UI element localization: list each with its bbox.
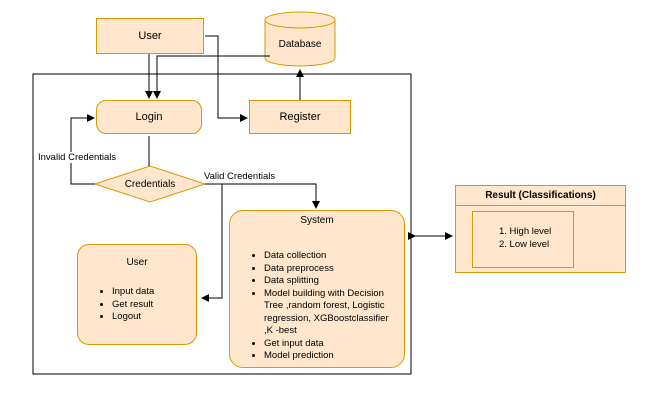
edge-credentials-user bbox=[201, 184, 223, 302]
system-steps-list: Data collection Data preprocess Data spl… bbox=[230, 250, 404, 363]
user-node: User bbox=[96, 18, 204, 54]
result-level: 2. Low level bbox=[499, 238, 550, 250]
user-panel-title: User bbox=[126, 257, 148, 268]
edge-invalid bbox=[70, 114, 95, 185]
user-action: Input data bbox=[112, 286, 196, 299]
invalid-credentials-label: Invalid Credentials bbox=[38, 152, 117, 163]
system-step: Data collection bbox=[264, 250, 398, 263]
system-step: Get input data bbox=[264, 338, 398, 351]
database-cylinder bbox=[264, 11, 336, 67]
user-action: Get result bbox=[112, 299, 196, 312]
user-actions-list: Input data Get result Logout bbox=[78, 286, 196, 324]
edge-database-login bbox=[153, 55, 270, 99]
register-node-label: Register bbox=[279, 111, 321, 123]
system-title: System bbox=[300, 215, 334, 226]
system-step: Model building with Decision Tree ,rando… bbox=[264, 288, 398, 338]
credentials-label: Credentials bbox=[124, 178, 176, 190]
register-node: Register bbox=[249, 100, 351, 134]
system-node: System Data collection Data preprocess D… bbox=[229, 210, 405, 368]
system-boundary bbox=[32, 73, 412, 375]
user-node-label: User bbox=[138, 30, 162, 42]
result-level: 1. High level bbox=[499, 226, 552, 237]
system-step: Data preprocess bbox=[264, 263, 398, 276]
database-label: Database bbox=[278, 38, 322, 50]
login-node-label: Login bbox=[135, 111, 163, 123]
system-step: Model prediction bbox=[264, 350, 398, 363]
user-panel: User Input data Get result Logout bbox=[77, 244, 197, 345]
result-panel: Result (Classifications) 1. High level 2… bbox=[455, 185, 626, 273]
result-levels-box: 1. High level 2. Low level bbox=[472, 211, 574, 268]
user-action: Logout bbox=[112, 311, 196, 324]
result-title: Result (Classifications) bbox=[456, 186, 625, 206]
system-step: Data splitting bbox=[264, 275, 398, 288]
credentials-diamond bbox=[93, 165, 207, 203]
valid-credentials-label: Valid Credentials bbox=[204, 171, 276, 182]
edge-user-register bbox=[205, 35, 248, 122]
edge-valid bbox=[205, 183, 320, 209]
login-node: Login bbox=[96, 100, 202, 134]
